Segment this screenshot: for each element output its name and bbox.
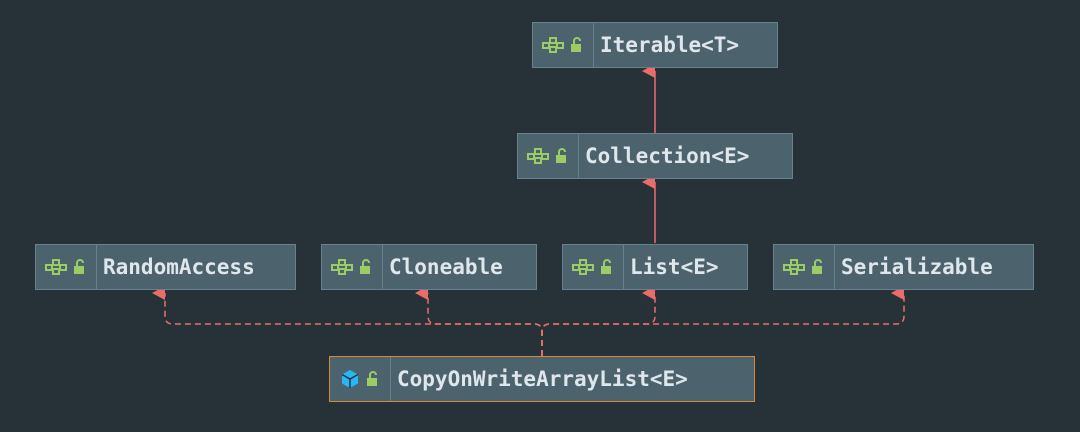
node-label: List<E> [630, 255, 719, 279]
unlocked-padlock-icon [811, 259, 825, 275]
unlocked-padlock-icon [366, 371, 380, 387]
class-icon [340, 369, 360, 389]
node-label: Collection<E> [585, 144, 750, 168]
edge-implements-cloneable [415, 286, 543, 356]
node-iterable[interactable]: Iterable<T> [532, 22, 778, 68]
unlocked-padlock-icon [570, 37, 584, 53]
interface-icon [45, 259, 67, 275]
node-serializable[interactable]: Serializable [773, 244, 1034, 290]
interface-icon [527, 148, 549, 164]
node-label: RandomAccess [103, 255, 255, 279]
unlocked-padlock-icon [73, 259, 87, 275]
node-random-access[interactable]: RandomAccess [35, 244, 296, 290]
node-label: Iterable<T> [600, 33, 740, 57]
node-collection[interactable]: Collection<E> [517, 133, 793, 179]
interface-icon [783, 259, 805, 275]
node-cloneable[interactable]: Cloneable [321, 244, 537, 290]
interface-icon [542, 37, 564, 53]
node-label: CopyOnWriteArrayList<E> [397, 367, 688, 391]
node-copy-on-write-array-list[interactable]: CopyOnWriteArrayList<E> [329, 356, 755, 402]
edge-implements-serializable [541, 286, 905, 356]
unlocked-padlock-icon [555, 148, 569, 164]
interface-icon [572, 259, 594, 275]
unlocked-padlock-icon [359, 259, 373, 275]
interface-icon [331, 259, 353, 275]
unlocked-padlock-icon [600, 259, 614, 275]
node-label: Cloneable [389, 255, 503, 279]
node-list[interactable]: List<E> [562, 244, 748, 290]
node-label: Serializable [841, 255, 993, 279]
